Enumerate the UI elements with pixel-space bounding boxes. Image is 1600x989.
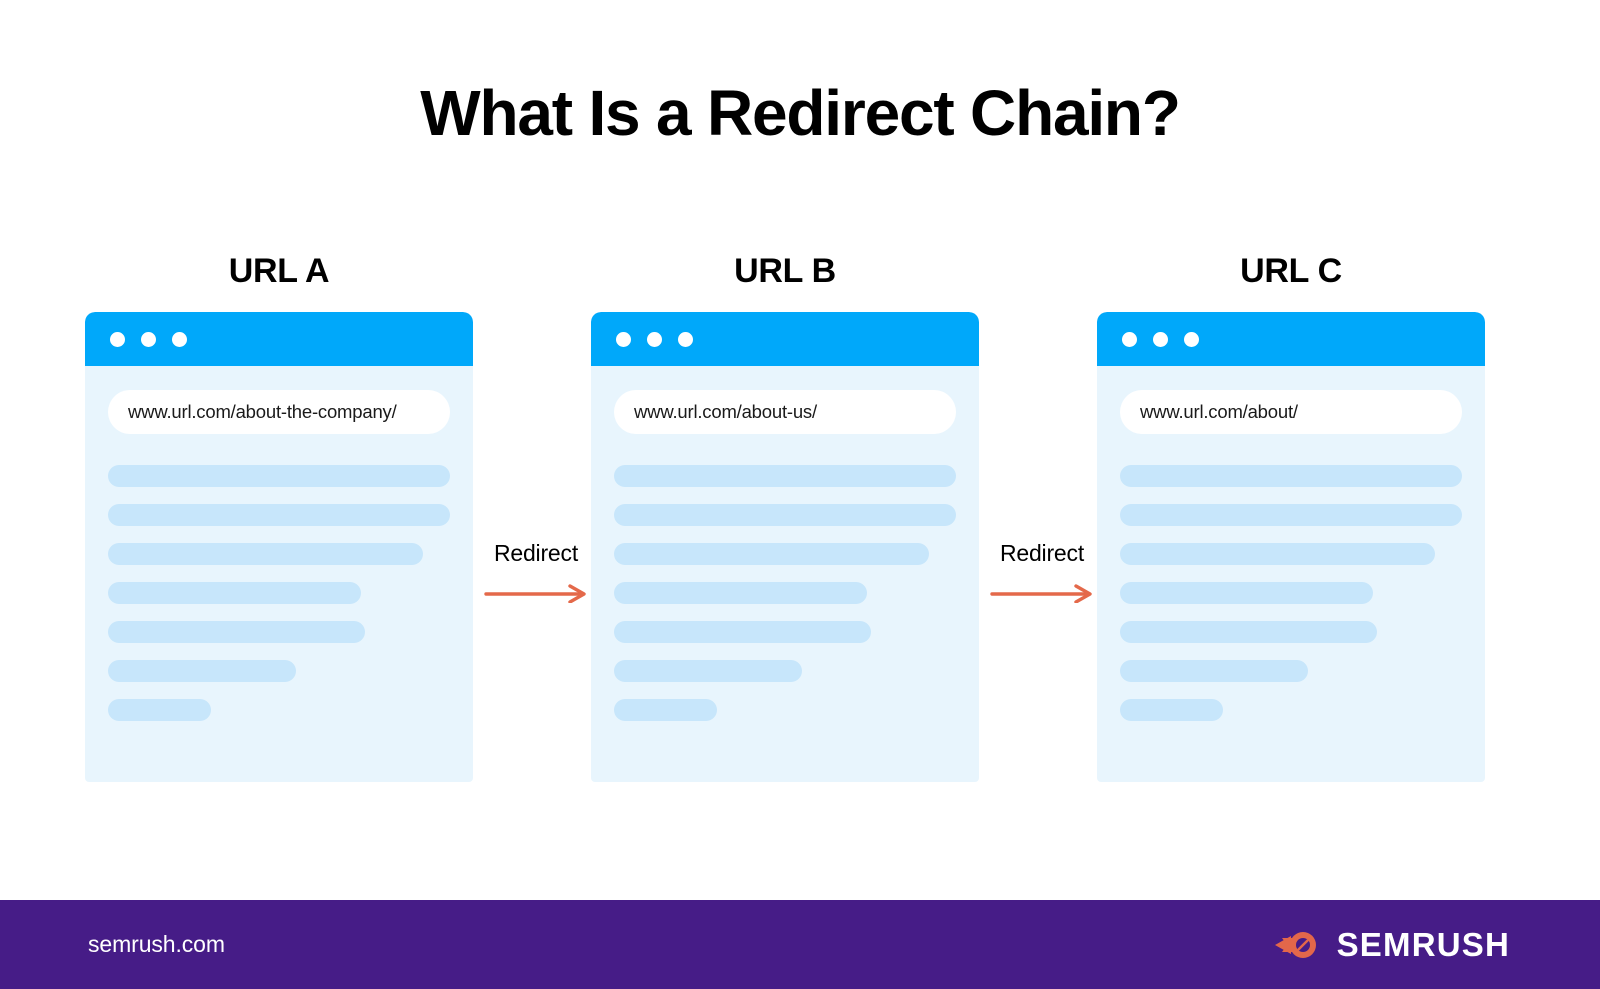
skeleton-line — [614, 699, 717, 721]
skeleton-line — [614, 504, 956, 526]
skeleton-line — [1120, 582, 1374, 604]
browser-content: www.url.com/about/ — [1097, 366, 1485, 721]
skeleton-line — [1120, 504, 1462, 526]
window-dot-maximize-icon[interactable] — [1184, 331, 1199, 347]
skeleton-line — [1120, 621, 1377, 643]
window-dot-close-icon[interactable] — [1122, 331, 1137, 347]
window-dot-minimize-icon[interactable] — [647, 331, 662, 347]
connector-redirect-b-to-c: Redirect — [979, 540, 1105, 603]
footer-bar: semrush.com SEMRUSH — [0, 900, 1600, 989]
semrush-comet-icon — [1274, 931, 1316, 958]
skeleton-line — [614, 660, 803, 682]
browser-titlebar — [591, 312, 979, 366]
node-label-url-a: URL A — [228, 252, 330, 290]
skeleton-line — [1120, 543, 1435, 565]
page-title: What Is a Redirect Chain? — [420, 77, 1181, 149]
skeleton-line — [108, 465, 450, 487]
arrow-right-icon — [484, 584, 586, 603]
skeleton-line — [108, 543, 423, 565]
window-dot-maximize-icon[interactable] — [678, 331, 693, 347]
redirect-chain-diagram: URL A www.url.com/about-the-company/ — [0, 250, 1600, 810]
window-dot-minimize-icon[interactable] — [1153, 331, 1168, 347]
address-bar-url-c[interactable]: www.url.com/about/ — [1120, 390, 1462, 434]
skeleton-line — [108, 582, 362, 604]
browser-node-url-c: URL C www.url.com/about/ — [1097, 250, 1485, 782]
content-placeholder-lines — [1120, 465, 1462, 721]
browser-content: www.url.com/about-the-company/ — [85, 366, 473, 721]
node-label-url-c: URL C — [1240, 252, 1342, 290]
window-dot-close-icon[interactable] — [110, 331, 125, 347]
arrow-right-icon — [990, 584, 1092, 603]
browser-titlebar — [1097, 312, 1485, 366]
skeleton-line — [1120, 660, 1309, 682]
skeleton-line — [1120, 699, 1223, 721]
window-dot-maximize-icon[interactable] — [172, 331, 187, 347]
connector-redirect-a-to-b: Redirect — [473, 540, 599, 603]
semrush-wordmark: SEMRUSH — [1336, 925, 1510, 963]
skeleton-line — [108, 621, 365, 643]
browser-node-url-b: URL B www.url.com/about-us/ — [591, 250, 979, 782]
address-bar-url-b[interactable]: www.url.com/about-us/ — [614, 390, 956, 434]
address-bar-url-a[interactable]: www.url.com/about-the-company/ — [108, 390, 450, 434]
skeleton-line — [108, 660, 297, 682]
window-dot-minimize-icon[interactable] — [141, 331, 156, 347]
window-dot-close-icon[interactable] — [616, 331, 631, 347]
browser-window-url-a: www.url.com/about-the-company/ — [85, 312, 473, 782]
content-placeholder-lines — [614, 465, 956, 721]
connector-label: Redirect — [493, 540, 579, 566]
skeleton-line — [108, 504, 450, 526]
browser-titlebar — [85, 312, 473, 366]
skeleton-line — [614, 465, 956, 487]
semrush-logo: SEMRUSH — [1271, 925, 1510, 965]
browser-window-url-c: www.url.com/about/ — [1097, 312, 1485, 782]
browser-node-url-a: URL A www.url.com/about-the-company/ — [85, 250, 473, 782]
node-label-url-b: URL B — [734, 252, 836, 290]
skeleton-line — [108, 699, 211, 721]
skeleton-line — [614, 543, 929, 565]
browser-content: www.url.com/about-us/ — [591, 366, 979, 721]
browser-window-url-b: www.url.com/about-us/ — [591, 312, 979, 782]
connector-label: Redirect — [999, 540, 1085, 566]
content-placeholder-lines — [108, 465, 450, 721]
skeleton-line — [614, 621, 871, 643]
footer-site-label: semrush.com — [88, 931, 225, 957]
skeleton-line — [1120, 465, 1462, 487]
skeleton-line — [614, 582, 868, 604]
